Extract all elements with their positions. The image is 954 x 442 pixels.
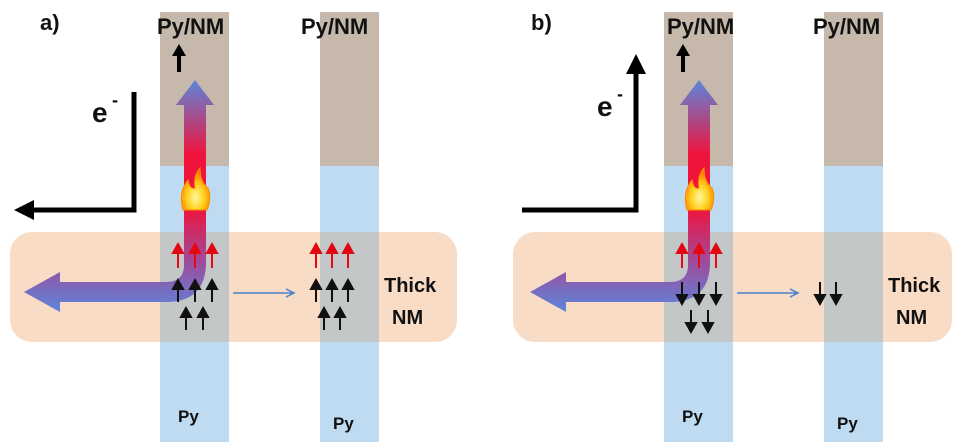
thick-nm-label-line1: Thick [384,275,437,297]
electron-label: e [597,91,613,122]
thick-nm-label-line2: NM [896,307,927,329]
spin-transfer-arrow [737,288,800,298]
panel-b: e - b) Py/NM Py/NM Thi [513,10,952,442]
flame-icon [180,166,211,211]
injector-top-label: Py/NM [667,14,734,39]
panel-a: e - [10,10,457,442]
detector-top-label: Py/NM [301,14,368,39]
injector-black-spins [675,282,723,335]
injector-red-spins [171,241,219,268]
injector-moment-arrow [676,44,690,72]
electron-superscript: - [112,90,118,110]
panel-label: b) [531,10,552,35]
detector-py-label: Py [837,414,858,433]
injector-py-label: Py [682,407,703,426]
detector-py-nm-cap [320,12,379,166]
detector-py-label: Py [333,414,354,433]
thick-nm-label-line1: Thick [888,275,941,297]
injector-black-spins [171,277,219,330]
electron-label: e [92,97,108,128]
electron-flow-arrow [522,54,646,213]
thick-nm-label-line2: NM [392,307,423,329]
detector-py-nm-cap [824,12,883,166]
detector-black-spins [813,282,843,307]
detector-black-spins [309,277,355,330]
detector-top-label: Py/NM [813,14,880,39]
injector-py-label: Py [178,407,199,426]
spin-transfer-arrow [233,288,296,298]
injector-moment-arrow [172,44,186,72]
detector-overlap [824,232,883,342]
electron-flow-arrow [14,92,137,220]
detector-red-spins [309,241,355,268]
injector-red-spins [675,241,723,268]
electron-superscript: - [617,84,623,104]
panel-label: a) [40,10,60,35]
flame-icon [684,166,715,211]
injector-top-label: Py/NM [157,14,224,39]
